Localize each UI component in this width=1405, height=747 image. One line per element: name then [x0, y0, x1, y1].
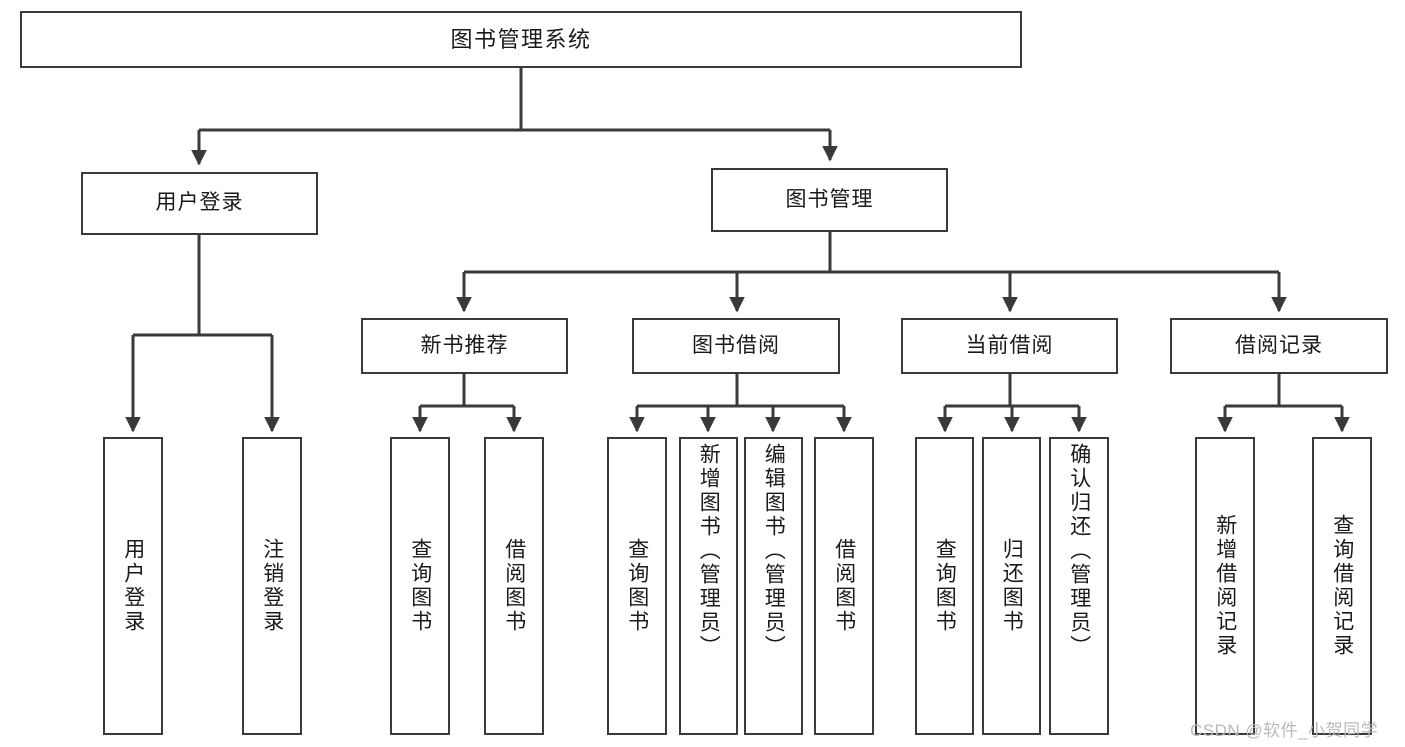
leaf-node-query-borrow-record[interactable]: 查询借阅记录 — [1312, 437, 1372, 735]
node-label: 查询图书 — [933, 538, 957, 634]
node-label: 查询图书 — [625, 538, 649, 634]
node-label: 用户登录 — [121, 538, 145, 634]
node-user-login[interactable]: 用户登录 — [81, 172, 318, 235]
leaf-node-edit-book-admin[interactable]: 编辑图书（管理员） — [744, 437, 803, 735]
node-borrow-record[interactable]: 借阅记录 — [1170, 318, 1388, 374]
node-label: 查询图书 — [408, 538, 432, 634]
node-label: 用户登录 — [155, 191, 244, 215]
node-label: 归还图书 — [1000, 538, 1024, 634]
node-book-management[interactable]: 图书管理 — [711, 168, 948, 232]
node-label: 新增图书（管理员） — [697, 443, 721, 659]
node-label: 图书借阅 — [692, 333, 780, 357]
leaf-node-logout[interactable]: 注销登录 — [242, 437, 302, 735]
csdn-watermark: CSDN @软件_小贺同学 — [1190, 721, 1379, 740]
leaf-node-query-book-2[interactable]: 查询图书 — [607, 437, 667, 735]
leaf-node-confirm-return-admin[interactable]: 确认归还（管理员） — [1049, 437, 1109, 735]
node-current-borrow[interactable]: 当前借阅 — [901, 318, 1118, 374]
node-label: 新增借阅记录 — [1213, 514, 1237, 658]
node-label: 借阅图书 — [832, 538, 856, 634]
leaf-node-user-login[interactable]: 用户登录 — [103, 437, 163, 735]
node-label: 图书管理 — [785, 187, 874, 211]
leaf-node-return-book[interactable]: 归还图书 — [982, 437, 1041, 735]
leaf-node-add-book-admin[interactable]: 新增图书（管理员） — [679, 437, 738, 735]
node-label: 当前借阅 — [965, 333, 1054, 357]
node-label: 查询借阅记录 — [1330, 514, 1354, 658]
node-label: 新书推荐 — [420, 333, 509, 357]
node-new-book-recommendation[interactable]: 新书推荐 — [361, 318, 568, 374]
node-label: 编辑图书（管理员） — [762, 443, 786, 659]
leaf-node-borrow-book-2[interactable]: 借阅图书 — [814, 437, 874, 735]
node-label: 图书管理系统 — [450, 26, 592, 52]
node-label: 借阅图书 — [502, 538, 526, 634]
leaf-node-query-book-1[interactable]: 查询图书 — [390, 437, 450, 735]
leaf-node-query-book-3[interactable]: 查询图书 — [915, 437, 974, 735]
node-label: 借阅记录 — [1235, 333, 1323, 357]
node-label: 确认归还（管理员） — [1067, 443, 1091, 659]
node-label: 注销登录 — [260, 538, 284, 634]
node-root-book-management-system[interactable]: 图书管理系统 — [20, 11, 1022, 68]
leaf-node-add-borrow-record[interactable]: 新增借阅记录 — [1195, 437, 1255, 735]
leaf-node-borrow-book-1[interactable]: 借阅图书 — [484, 437, 544, 735]
node-book-borrow[interactable]: 图书借阅 — [632, 318, 840, 374]
